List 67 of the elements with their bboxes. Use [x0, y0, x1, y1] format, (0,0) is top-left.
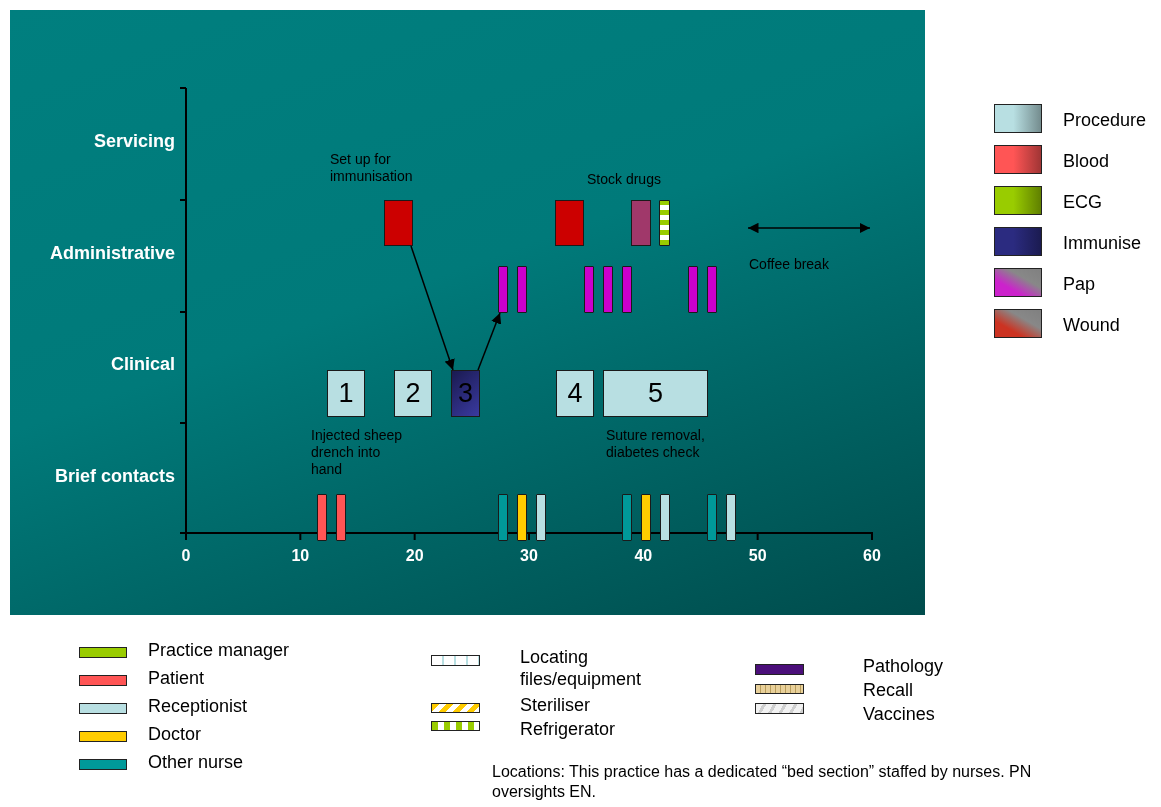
legend-label: Immunise [1063, 232, 1143, 254]
activity-bar [726, 494, 736, 541]
activity-bar [317, 494, 327, 541]
legend-label: Steriliser [520, 694, 591, 716]
activity-bar [688, 266, 698, 313]
legend-label: Pap [1063, 273, 1097, 295]
annotation: Injected sheep drench into hand [311, 427, 404, 478]
activity-block [631, 200, 651, 246]
legend-label: Vaccines [863, 703, 936, 725]
activity-bar [517, 494, 527, 541]
row-label: Clinical [109, 356, 175, 373]
activity-bar [660, 494, 670, 541]
activity-bar [707, 494, 717, 541]
numbered-activity-block [394, 370, 432, 417]
annotation: Coffee break [749, 256, 830, 273]
legend-label: Procedure [1063, 109, 1148, 131]
numbered-activity-block [451, 370, 480, 417]
activity-number: 1 [338, 380, 354, 407]
legend-label: Patient [148, 667, 206, 689]
legend-label: Wound [1063, 314, 1121, 336]
activity-number: 5 [648, 380, 663, 407]
activity-bar [517, 266, 527, 313]
activity-bar [498, 494, 508, 541]
legend-label: Blood [1063, 150, 1111, 172]
activity-bar [659, 200, 670, 246]
numbered-activity-block [327, 370, 365, 417]
activity-block [384, 200, 413, 246]
tick-label: 40 [633, 547, 654, 564]
activity-bar [584, 266, 594, 313]
tick-label: 10 [290, 547, 311, 564]
legend-label: Pathology [863, 655, 945, 677]
numbered-activity-block [556, 370, 594, 417]
legend-label: Recall [863, 679, 915, 701]
arrow [477, 312, 502, 371]
activity-bar [336, 494, 346, 541]
annotation: Stock drugs [587, 171, 662, 188]
activity-number: 3 [458, 380, 473, 407]
numbered-activity-block [603, 370, 708, 417]
legend-label: ECG [1063, 191, 1103, 213]
activity-bar [641, 494, 651, 541]
annotation: Suture removal, diabetes check [606, 427, 706, 461]
legend-label: Locating files/equipment [520, 646, 643, 690]
tick-label: 30 [519, 547, 539, 564]
tick-label: 50 [747, 547, 768, 564]
legend-label: Practice manager [148, 639, 291, 661]
activity-bar [707, 266, 717, 313]
activity-bar [622, 266, 632, 313]
legend-label: Doctor [148, 723, 202, 745]
arrow [410, 245, 455, 371]
activity-bar [498, 266, 508, 313]
activity-block [555, 200, 584, 246]
legend-label: Receptionist [148, 695, 249, 717]
activity-bar [622, 494, 632, 541]
activity-bar [603, 266, 613, 313]
legend-label: Refrigerator [520, 718, 617, 740]
tick-label: 60 [862, 547, 882, 564]
row-label: Brief contacts [53, 468, 175, 485]
row-label: Servicing [92, 133, 175, 150]
tick-label: 0 [180, 547, 192, 564]
activity-number: 2 [405, 380, 421, 407]
activity-bar [536, 494, 546, 541]
note: Locations: This practice has a dedicated “bed section” staffed by nurses. PN oversights EN. [492, 762, 1033, 802]
tick-label: 20 [404, 547, 425, 564]
row-label: Administrative [48, 245, 175, 262]
annotation: Set up for immunisation [330, 151, 414, 185]
legend-label: Other nurse [148, 751, 245, 773]
activity-number: 4 [567, 380, 583, 407]
